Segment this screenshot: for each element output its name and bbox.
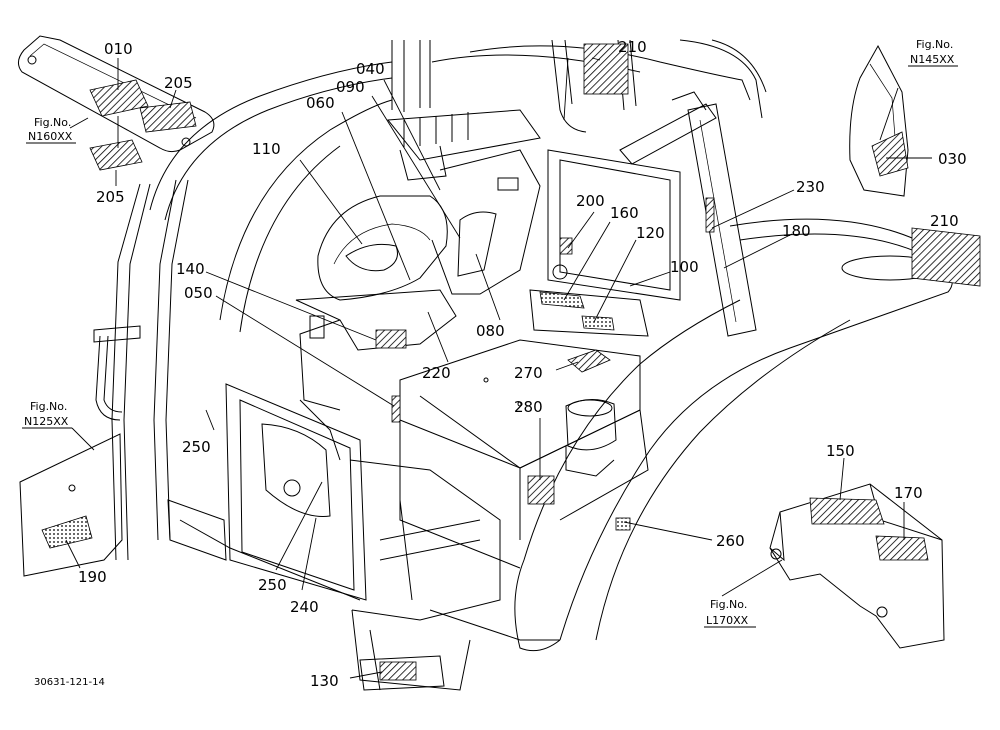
label-280: 280 — [514, 398, 543, 416]
label-080: 080 — [476, 322, 505, 340]
svg-text:Fig.No.: Fig.No. — [34, 116, 71, 129]
window-piece-drawing — [849, 44, 909, 197]
label-220: 220 — [422, 364, 451, 382]
decal-205-visor — [139, 101, 197, 133]
left-structure — [167, 383, 560, 691]
decal-200 — [559, 237, 573, 255]
label-170: 170 — [894, 484, 923, 502]
label-040: 040 — [356, 60, 385, 78]
label-250-lower: 250 — [258, 576, 287, 594]
svg-text:N125XX: N125XX — [24, 415, 69, 428]
decal-190 — [41, 515, 93, 549]
decal-130 — [379, 661, 417, 681]
label-160: 160 — [610, 204, 639, 222]
label-270: 270 — [514, 364, 543, 382]
left-cab-arch — [93, 61, 393, 561]
svg-text:Fig.No.: Fig.No. — [30, 400, 67, 413]
label-205-loose: 205 — [96, 188, 125, 206]
label-260: 260 — [716, 532, 745, 550]
floor-area — [399, 339, 649, 569]
label-180: 180 — [782, 222, 811, 240]
label-205-visor: 205 — [164, 74, 193, 92]
drawing-number: 30631-121-14 — [34, 677, 105, 688]
label-240: 240 — [290, 598, 319, 616]
label-210-top: 210 — [618, 38, 647, 56]
decal-150 — [809, 497, 885, 525]
fig-ref-n145: Fig.No. N145XX — [908, 38, 958, 67]
decals — [41, 43, 981, 681]
fig-ref-n125: Fig.No. N125XX — [22, 400, 95, 451]
rear-wall — [529, 149, 681, 337]
decal-010 — [89, 79, 149, 117]
label-210-fender: 210 — [930, 212, 959, 230]
label-120: 120 — [636, 224, 665, 242]
label-050: 050 — [184, 284, 213, 302]
label-060: 060 — [306, 94, 335, 112]
svg-text:Fig.No.: Fig.No. — [710, 598, 747, 611]
svg-text:Fig.No.: Fig.No. — [916, 38, 953, 51]
side-panel-drawing — [19, 433, 123, 577]
decal-140 — [375, 329, 407, 349]
part-labels: 010 205 205 040 090 060 110 210 030 230 … — [78, 38, 967, 690]
fig-ref-n160: Fig.No. N160XX — [26, 116, 76, 144]
right-fender — [514, 218, 953, 652]
label-250-upper: 250 — [182, 438, 211, 456]
label-030: 030 — [938, 150, 967, 168]
dashboard — [295, 109, 541, 411]
decal-260 — [615, 517, 631, 531]
label-110: 110 — [252, 140, 281, 158]
step-bottom — [359, 655, 445, 691]
sun-visor-drawing — [18, 35, 215, 153]
tractor-linework — [18, 35, 953, 691]
leader-lines — [65, 57, 932, 679]
svg-text:N160XX: N160XX — [28, 130, 73, 143]
label-010: 010 — [104, 40, 133, 58]
label-150: 150 — [826, 442, 855, 460]
svg-text:L170XX: L170XX — [706, 614, 749, 627]
decal-210-fender — [911, 227, 981, 287]
label-130: 130 — [310, 672, 339, 690]
decal-270 — [567, 349, 611, 373]
svg-text:N145XX: N145XX — [910, 53, 955, 66]
decal-170 — [875, 535, 929, 561]
label-200: 200 — [576, 192, 605, 210]
cab-frame — [391, 39, 767, 337]
fig-ref-l170: Fig.No. L170XX — [704, 598, 756, 628]
label-090: 090 — [336, 78, 365, 96]
decal-120 — [581, 315, 615, 331]
label-100: 100 — [670, 258, 699, 276]
label-140: 140 — [176, 260, 205, 278]
decal-230 — [705, 197, 715, 233]
decal-280 — [527, 475, 555, 505]
decal-050 — [391, 395, 401, 423]
label-190: 190 — [78, 568, 107, 586]
decal-205-loose — [89, 139, 143, 171]
decal-210-top — [583, 43, 629, 95]
label-230: 230 — [796, 178, 825, 196]
fig-refs: Fig.No. N160XX Fig.No. N145XX Fig.No. N1… — [22, 38, 958, 628]
